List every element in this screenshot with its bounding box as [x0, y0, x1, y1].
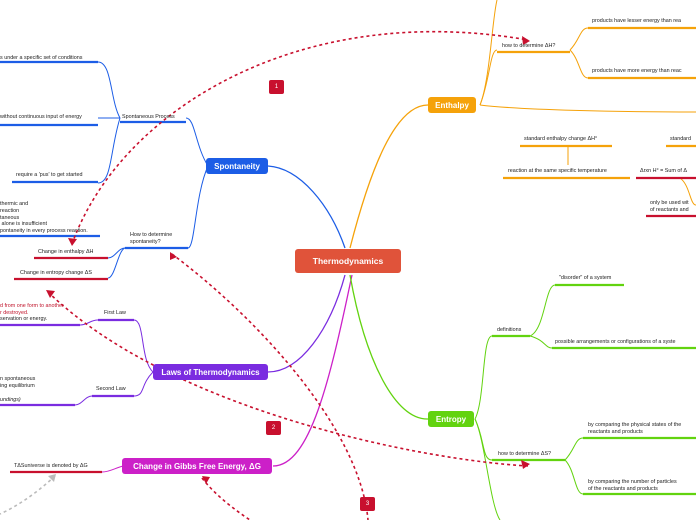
first-law-note[interactable]: servation or energy.	[0, 316, 48, 322]
second-law-label[interactable]: Second Law	[96, 386, 126, 392]
branch-entropy	[349, 274, 429, 420]
determine-entropy-label[interactable]: how to determine ΔS?	[498, 451, 552, 457]
standard-label[interactable]: standard	[670, 136, 691, 142]
under-conditions-label[interactable]: s under a specific set of conditions	[0, 55, 83, 61]
first-law-red-note[interactable]: d from one form to another r destroyed.	[0, 303, 64, 316]
physical-states-label[interactable]: by comparing the physical states of the …	[588, 422, 682, 435]
second-law-italic-note[interactable]: undings)	[0, 397, 21, 403]
topic-enthalpy[interactable]: Enthalpy	[428, 97, 476, 113]
disorder-label[interactable]: "disorder" of a system	[559, 275, 612, 281]
products-lesser-label[interactable]: products have lesser energy than rea	[592, 18, 681, 24]
topic-laws[interactable]: Laws of Thermodynamics	[153, 364, 268, 380]
tasuniverse-label[interactable]: TΔSuniverse is denoted by ΔG	[14, 463, 88, 469]
branch-laws	[267, 274, 346, 373]
branch-spontaneity	[267, 165, 346, 249]
relation-2	[47, 291, 529, 467]
relationship-badge-2[interactable]: 2	[266, 421, 281, 435]
determine-enthalpy-label[interactable]: how to determine ΔH?	[502, 43, 556, 49]
sum-label[interactable]: Δrxn H° = Sum of Δ	[640, 168, 687, 174]
topic-spontaneity[interactable]: Spontaneity	[206, 158, 268, 174]
central-topic[interactable]: Thermodynamics	[295, 249, 401, 273]
definitions-label[interactable]: definitions	[497, 327, 522, 333]
same-temperature-label[interactable]: reaction at the same specific temperatur…	[508, 168, 607, 174]
only-used-label[interactable]: only be used wit of reactants and	[650, 200, 689, 213]
exothermic-note-label[interactable]: thermic and reaction taneous alone is in…	[0, 201, 88, 234]
relationship-badge-3[interactable]: 3	[360, 497, 375, 511]
standard-enthalpy-label[interactable]: standard enthalpy change ΔH°	[524, 136, 598, 142]
relationship-badge-1[interactable]: 1	[269, 80, 284, 94]
entropy-change-label[interactable]: Change in entropy change ΔS	[20, 270, 92, 276]
particles-label[interactable]: by comparing the number of particles of …	[588, 479, 677, 492]
topic-gibbs[interactable]: Change in Gibbs Free Energy, ΔG	[122, 458, 272, 474]
branch-gibbs	[272, 274, 353, 467]
enthalpy-change-label[interactable]: Change in enthalpy ΔH	[38, 249, 94, 255]
second-law-note[interactable]: n spontaneous ing equilibrium	[0, 376, 36, 389]
determine-spontaneity-label[interactable]: How to determine spontaneity?	[130, 232, 173, 245]
relation-3	[171, 253, 369, 520]
arrangements-label[interactable]: possible arrangements or configurations …	[555, 339, 676, 345]
without-energy-label[interactable]: without continuous input of energy	[0, 114, 82, 120]
spontaneous-process-label[interactable]: Spontaneous Process	[122, 114, 175, 120]
topic-entropy[interactable]: Entropy	[428, 411, 474, 427]
branch-enthalpy	[349, 104, 429, 249]
first-law-label[interactable]: First Law	[104, 310, 126, 316]
relation-1	[71, 31, 529, 245]
push-label[interactable]: require a 'pus' to get started	[16, 172, 83, 178]
products-more-label[interactable]: products have more energy than reac	[592, 68, 682, 74]
